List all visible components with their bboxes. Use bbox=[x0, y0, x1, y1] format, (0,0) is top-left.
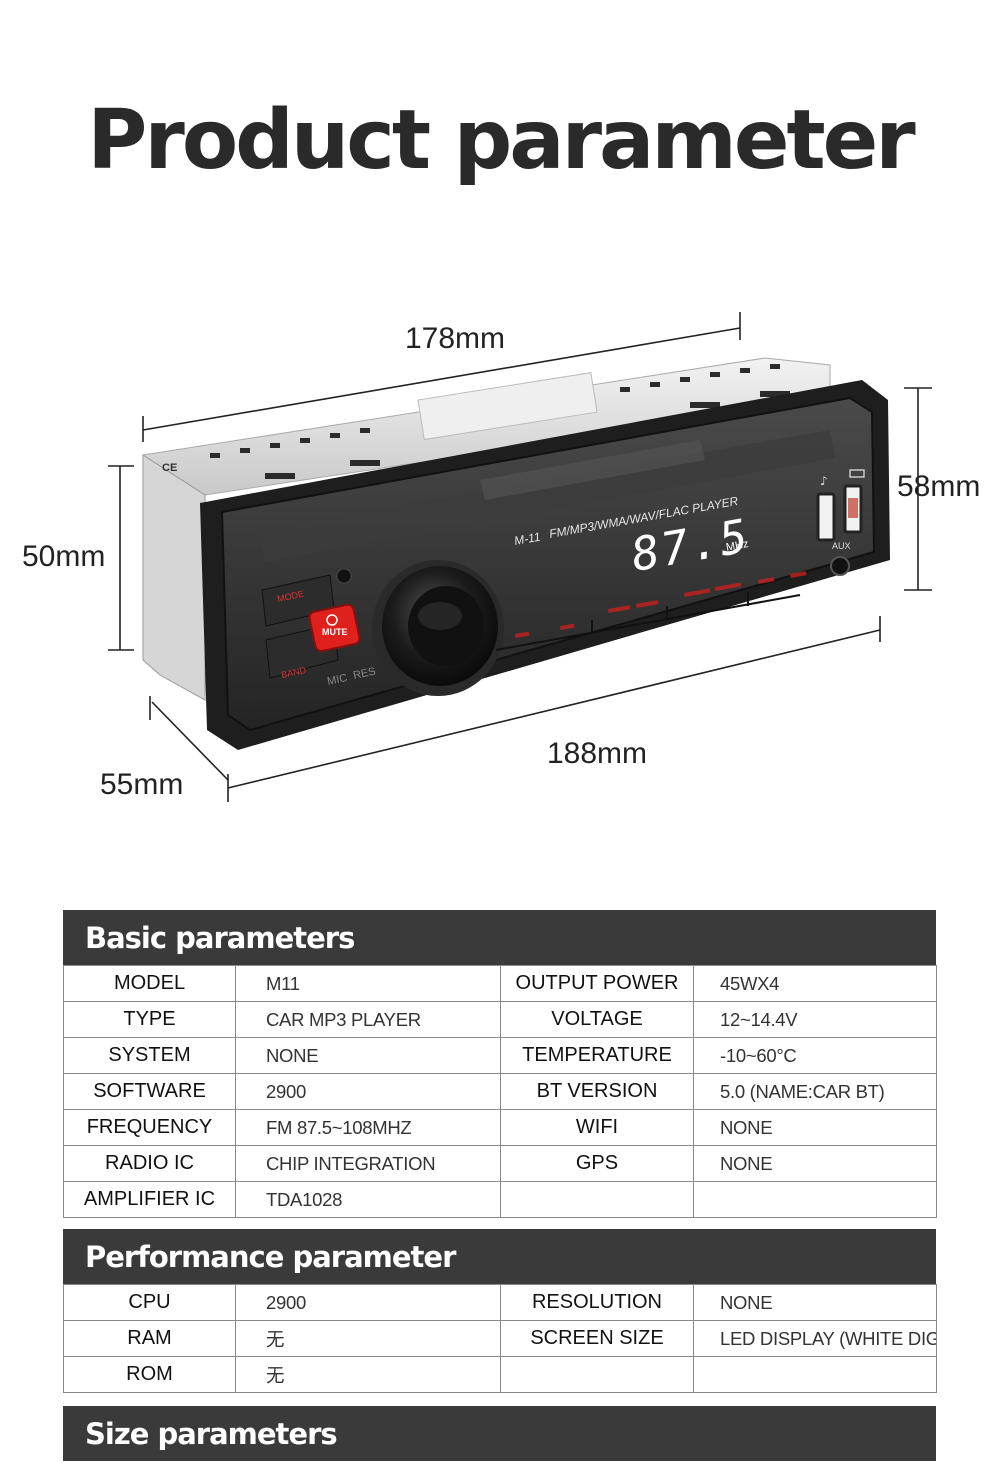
param-value-cell: 5.0 (NAME:CAR BT) bbox=[693, 1073, 937, 1110]
dim-right-height: 58mm bbox=[897, 470, 980, 503]
basic-parameters-header: Basic parameters bbox=[63, 910, 936, 965]
size-parameters-header: Size parameters bbox=[63, 1406, 936, 1461]
dim-bottom-length: 188mm bbox=[547, 737, 647, 770]
ir-sensor bbox=[336, 568, 352, 584]
param-value-cell: CAR MP3 PLAYER bbox=[235, 1001, 501, 1038]
res-label: RES bbox=[352, 665, 377, 681]
param-value-cell: 无 bbox=[235, 1356, 501, 1393]
param-value-cell: NONE bbox=[693, 1284, 937, 1321]
radio-front-panel: MODE BAND MUTE MIC RES M-11 FM/MP3/WMA/W… bbox=[200, 380, 890, 750]
param-value-cell: 12~14.4V bbox=[693, 1001, 937, 1038]
param-value-cell: 2900 bbox=[235, 1073, 501, 1110]
car-radio-illustration: CE MODE BAND MUTE MIC RES bbox=[22, 312, 980, 802]
param-name-cell: RADIO IC bbox=[63, 1145, 236, 1182]
page-title: Product parameter bbox=[87, 93, 915, 188]
param-name-cell: GPS bbox=[500, 1145, 694, 1182]
param-name-cell: CPU bbox=[63, 1284, 236, 1321]
power-icon bbox=[326, 614, 338, 626]
param-name-cell: TEMPERATURE bbox=[500, 1037, 694, 1074]
param-value-cell: NONE bbox=[693, 1145, 937, 1182]
param-value-cell: FM 87.5~108MHZ bbox=[235, 1109, 501, 1146]
param-name-cell: RAM bbox=[63, 1320, 236, 1357]
param-name-cell: WIFI bbox=[500, 1109, 694, 1146]
param-value-cell bbox=[693, 1181, 937, 1218]
param-value-cell: -10~60°C bbox=[693, 1037, 937, 1074]
model-label: M-11 bbox=[513, 530, 541, 548]
radio-chassis: CE bbox=[141, 357, 831, 701]
aux-label: AUX bbox=[832, 541, 851, 551]
param-name-cell bbox=[500, 1356, 694, 1393]
volume-knob bbox=[372, 560, 504, 696]
music-note-icon: ♪ bbox=[820, 474, 828, 488]
param-value-cell: NONE bbox=[235, 1037, 501, 1074]
usb-port-music bbox=[816, 492, 836, 542]
param-name-cell: SYSTEM bbox=[63, 1037, 236, 1074]
param-name-cell: ROM bbox=[63, 1356, 236, 1393]
param-name-cell: TYPE bbox=[63, 1001, 236, 1038]
param-name-cell: OUTPUT POWER bbox=[500, 965, 694, 1002]
aux-jack bbox=[830, 556, 850, 576]
ce-mark: CE bbox=[162, 462, 177, 474]
dim-left-height: 50mm bbox=[22, 540, 105, 573]
param-value-cell: 无 bbox=[235, 1320, 501, 1357]
dim-depth: 55mm bbox=[100, 768, 183, 801]
param-name-cell: MODEL bbox=[63, 965, 236, 1002]
param-value-cell: TDA1028 bbox=[235, 1181, 501, 1218]
param-value-cell: LED DISPLAY (WHITE DIGITAL TUBE) bbox=[693, 1320, 937, 1357]
display-unit: MHz bbox=[725, 538, 749, 554]
battery-icon bbox=[849, 469, 865, 478]
param-name-cell: SCREEN SIZE bbox=[500, 1320, 694, 1357]
param-name-cell: SOFTWARE bbox=[63, 1073, 236, 1110]
param-name-cell: RESOLUTION bbox=[500, 1284, 694, 1321]
product-dimension-figure: CE MODE BAND MUTE MIC RES bbox=[0, 290, 1000, 830]
mute-button bbox=[308, 603, 361, 653]
mic-label: MIC bbox=[326, 672, 348, 688]
param-name-cell bbox=[500, 1181, 694, 1218]
dim-top-length: 178mm bbox=[405, 322, 505, 355]
param-name-cell: VOLTAGE bbox=[500, 1001, 694, 1038]
param-name-cell: FREQUENCY bbox=[63, 1109, 236, 1146]
param-value-cell: M11 bbox=[235, 965, 501, 1002]
param-value-cell: 2900 bbox=[235, 1284, 501, 1321]
mute-label: MUTE bbox=[322, 627, 348, 637]
performance-parameter-header: Performance parameter bbox=[63, 1229, 936, 1284]
param-name-cell: BT VERSION bbox=[500, 1073, 694, 1110]
param-name-cell: AMPLIFIER IC bbox=[63, 1181, 236, 1218]
param-value-cell: CHIP INTEGRATION bbox=[235, 1145, 501, 1182]
param-value-cell: 45WX4 bbox=[693, 965, 937, 1002]
param-value-cell bbox=[693, 1356, 937, 1393]
param-value-cell: NONE bbox=[693, 1109, 937, 1146]
dimension-lines bbox=[108, 312, 932, 802]
